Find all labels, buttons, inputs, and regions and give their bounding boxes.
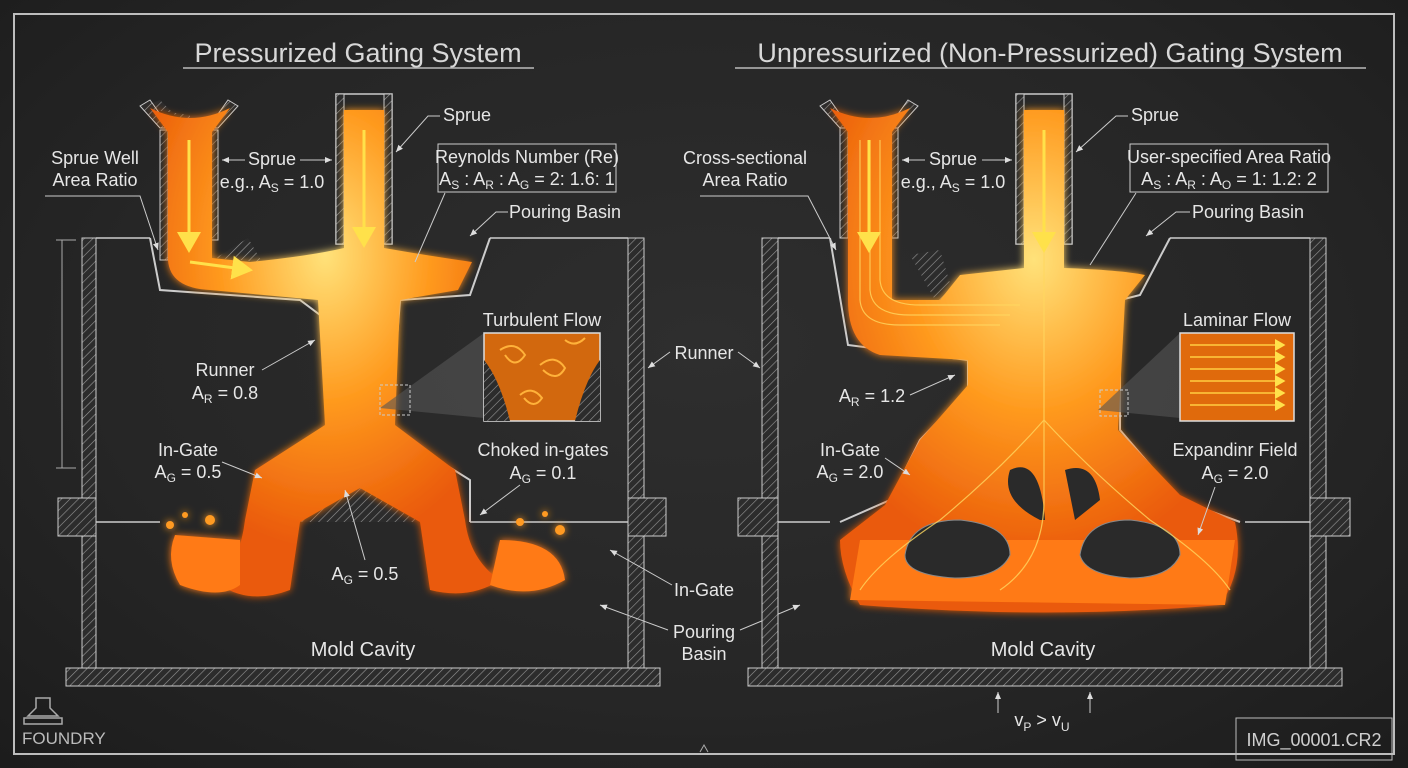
reynolds-ratio-box <box>437 143 617 193</box>
pouring-basin-label: Pouring Basin <box>509 202 621 222</box>
in-gate-label: In-Gate <box>158 440 218 460</box>
sprue-dim-label: Sprue <box>248 149 296 169</box>
user-ratio-box <box>1129 143 1329 193</box>
laminar-flow-label: Laminar Flow <box>1183 310 1292 330</box>
sprue-well-label-2: Area Ratio <box>52 170 137 190</box>
bottom-plate-right <box>747 667 1343 687</box>
in-gate-shared-label: In-Gate <box>674 580 734 600</box>
center-gate-area-value: AG = 0.5 <box>332 564 399 587</box>
mold-cavity-label: Mold Cavity <box>311 639 415 661</box>
user-ratio-title: User-specified Area Ratio <box>1127 147 1331 167</box>
sprue-area-value: e.g., AS = 1.0 <box>220 172 325 195</box>
in-gate-area-value: AG = 0.5 <box>155 462 222 485</box>
velocity-comparison: vP > vU <box>1014 710 1069 734</box>
pouring-basin-shared-label-2: Basin <box>681 644 726 664</box>
in-gate-label-right: In-Gate <box>820 440 880 460</box>
choked-gates-area-value: AG = 0.1 <box>510 463 577 486</box>
bottom-plate <box>65 667 661 687</box>
sprue-top-label: Sprue <box>443 105 491 125</box>
runner-label: Runner <box>195 360 254 380</box>
runner-area-value-right: AR = 1.2 <box>839 386 905 409</box>
foundry-logo-icon <box>23 697 63 725</box>
runner-shared-label: Runner <box>674 343 733 363</box>
user-ratio-values: AS : AR : AO = 1: 1.2: 2 <box>1141 169 1317 192</box>
sprue-top-label-right: Sprue <box>1131 105 1179 125</box>
pouring-basin-shared-label-1: Pouring <box>673 622 735 642</box>
flange-right <box>627 497 667 537</box>
ratio-box-title: Reynolds Number (Re) <box>435 147 619 167</box>
molten-metal-pressurized <box>150 108 565 597</box>
filename-box <box>1235 717 1393 761</box>
outer-frame <box>13 13 1395 755</box>
cross-section-label-2: Area Ratio <box>702 170 787 190</box>
foundry-logo-text: FOUNDRY <box>22 729 106 748</box>
expanding-field-label: Expandinr Field <box>1172 440 1297 460</box>
pouring-basin-label-right: Pouring Basin <box>1192 202 1304 222</box>
left-mold-wall <box>81 237 97 669</box>
runner-area-value: AR = 0.8 <box>192 383 258 406</box>
laminar-flow-inset <box>1179 332 1295 422</box>
expanding-field-area-value: AG = 2.0 <box>1202 463 1269 486</box>
filename-label: IMG_00001.CR2 <box>1246 730 1381 751</box>
middle-labels: Runner In-Gate Pouring Basin <box>599 343 801 664</box>
cross-section-label-1: Cross-sectional <box>683 148 807 168</box>
turbulent-flow-label: Turbulent Flow <box>483 310 602 330</box>
choked-gates-label: Choked in-gates <box>477 440 608 460</box>
in-gate-area-value-right: AG = 2.0 <box>817 462 884 485</box>
left-title: Pressurized Gating System <box>194 38 521 68</box>
right-title: Unpressurized (Non-Pressurized) Gating S… <box>757 38 1342 68</box>
left-panel: Pressurized Gating System <box>45 38 667 687</box>
sprue-area-value-right: e.g., AS = 1.0 <box>901 172 1006 195</box>
sprue-well-label-1: Sprue Well <box>51 148 139 168</box>
laminar-flow-lines <box>1190 339 1286 411</box>
foundry-logo: FOUNDRY <box>22 697 106 748</box>
right-mold-wall <box>627 237 645 669</box>
sprue-dim-label-right: Sprue <box>929 149 977 169</box>
mold-cavity-label-right: Mold Cavity <box>991 639 1095 661</box>
ratio-box-values: AS : AR : AG = 2: 1.6: 1 <box>439 169 615 192</box>
right-panel: Unpressurized (Non-Pressurized) Gating S… <box>683 38 1366 734</box>
flange-left <box>57 497 97 537</box>
